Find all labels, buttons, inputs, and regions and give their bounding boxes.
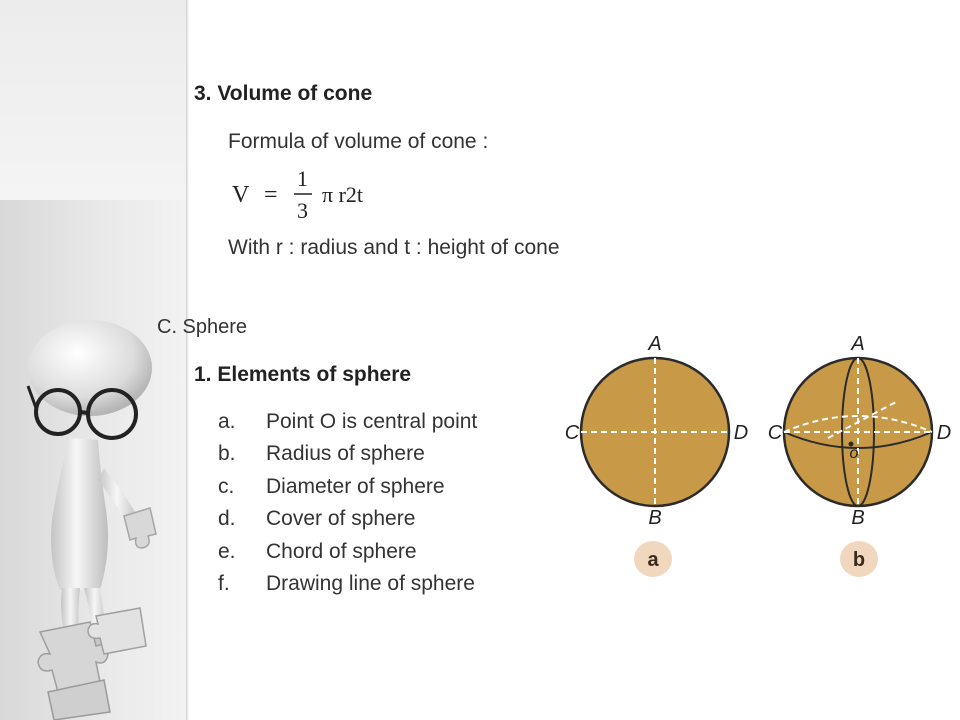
list-item: d.Cover of sphere: [218, 507, 416, 531]
cone-volume-heading: 3. Volume of cone: [194, 82, 373, 105]
formula-lhs: V: [232, 182, 250, 208]
formula-denominator: 3: [297, 198, 308, 223]
glasses-right-lens: [86, 388, 138, 440]
sphere-section-heading: C. Sphere: [157, 316, 248, 338]
formula-rhs: π r2t: [322, 182, 363, 207]
badge-b: [840, 541, 878, 577]
badge-a-label: a: [647, 549, 659, 571]
sidebar-edge: [186, 0, 189, 720]
thinking-figure-illustration: [26, 320, 157, 720]
cone-volume-formula: V = 1 3 π r2t: [232, 166, 363, 223]
puzzle-piece-hand: [123, 507, 157, 549]
formula-numerator: 1: [297, 166, 308, 191]
list-item: a.Point O is central point: [218, 410, 478, 433]
sphere-elements-heading: 1. Elements of sphere: [194, 363, 412, 386]
sphere-b-label-bottom: B: [851, 507, 864, 529]
sphere-a-label-top: A: [647, 333, 661, 355]
sphere-b-label-top: A: [850, 333, 864, 355]
list-item: b.Radius of sphere: [218, 442, 425, 466]
sphere-a-label-left: C: [565, 422, 580, 444]
badge-b-label: b: [853, 549, 865, 571]
figure-body: [51, 438, 108, 590]
sidebar-top-panel: [0, 0, 186, 200]
sphere-b-center-label: o: [850, 445, 859, 462]
sphere-diagram-b: A C D B o b: [768, 333, 951, 577]
list-item: e.Chord of sphere: [218, 539, 417, 563]
sphere-diagram-a: A C D B a: [565, 333, 748, 577]
sphere-a-label-bottom: B: [648, 507, 661, 529]
sphere-elements-list: a.Point O is central point b.Radius of s…: [218, 406, 477, 600]
sphere-a-label-right: D: [734, 422, 748, 444]
sphere-b-label-left: C: [768, 422, 783, 444]
cone-formula-label: Formula of volume of cone :: [228, 130, 489, 153]
sphere-b-label-right: D: [937, 422, 951, 444]
sphere-diagrams: A C D B a A C D B o b: [565, 333, 951, 577]
cone-variable-note: With r : radius and t : height of cone: [228, 236, 560, 259]
puzzle-piece-floor-3: [47, 679, 111, 720]
puzzle-piece-floor-2: [87, 607, 147, 655]
formula-equals: =: [264, 182, 278, 208]
list-item: f.Drawing line of sphere: [218, 571, 475, 595]
list-item: c.Diameter of sphere: [218, 474, 445, 498]
badge-a: [634, 541, 672, 577]
